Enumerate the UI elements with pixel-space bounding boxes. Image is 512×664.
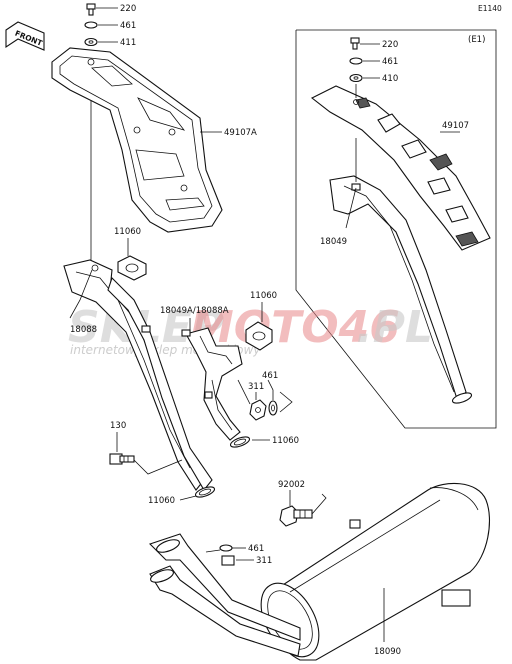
bolt-220-top (86, 3, 96, 16)
exhaust-pipe-18049a (181, 327, 243, 441)
bolt-92002 (279, 505, 313, 527)
washer-461-low (219, 544, 233, 552)
washer-461-top (84, 21, 98, 29)
inset-label-18049: 18049 (320, 237, 347, 247)
washer-411 (84, 37, 98, 47)
label-92002: 92002 (278, 480, 305, 490)
label-18088: 18088 (70, 325, 97, 335)
label-130: 130 (110, 421, 126, 431)
watermark: SKLEP MOTO46 .PL internetowy sklep motoc… (68, 302, 433, 357)
label-11060-a: 11060 (114, 227, 141, 237)
label-311-low: 311 (256, 556, 272, 566)
label-18090: 18090 (374, 647, 401, 657)
inset-label-220: 220 (382, 40, 398, 50)
inset-label-461: 461 (382, 57, 398, 67)
front-arrow-icon: FRONT (5, 21, 45, 51)
exhaust-pipe-18088 (63, 259, 213, 491)
inset-label-49107: 49107 (442, 121, 469, 131)
heat-guard-49107a (51, 47, 223, 233)
label-11060-c: 11060 (272, 436, 299, 446)
label-411: 411 (120, 38, 136, 48)
inset-heat-guard-49107 (310, 85, 491, 251)
label-311-mid: 311 (248, 382, 264, 392)
label-11060-b: 11060 (250, 291, 277, 301)
diagram-code: E1140 (478, 4, 502, 13)
gasket-11060-c (229, 436, 251, 448)
inset-washer-461 (349, 57, 363, 65)
svg-text:MOTO46: MOTO46 (190, 302, 400, 353)
inset-exhaust-pipe-18049 (329, 175, 473, 404)
label-220-top: 220 (120, 4, 136, 14)
inset-label-410: 410 (382, 74, 398, 84)
washer-461-mid (268, 400, 278, 416)
label-49107a: 49107A (224, 128, 257, 138)
label-11060-d: 11060 (148, 496, 175, 506)
label-461-top: 461 (120, 21, 136, 31)
label-461-mid: 461 (262, 371, 278, 381)
gasket-11060-a (117, 255, 147, 281)
bolt-130 (109, 453, 135, 465)
label-461-low: 461 (248, 544, 264, 554)
gasket-11060-d (194, 486, 216, 498)
inset-bolt-220 (350, 37, 360, 50)
muffler-18090 (148, 482, 491, 661)
nut-311-mid (249, 399, 267, 421)
inset-washer-410 (349, 73, 363, 83)
nut-311-low (221, 555, 235, 566)
inset-frame: (E1) (295, 29, 497, 429)
gasket-11060-b (245, 321, 273, 351)
svg-text:.PL: .PL (356, 302, 433, 353)
svg-text:(E1): (E1) (468, 35, 485, 45)
label-18049a-18088a: 18049A/18088A (160, 306, 229, 316)
